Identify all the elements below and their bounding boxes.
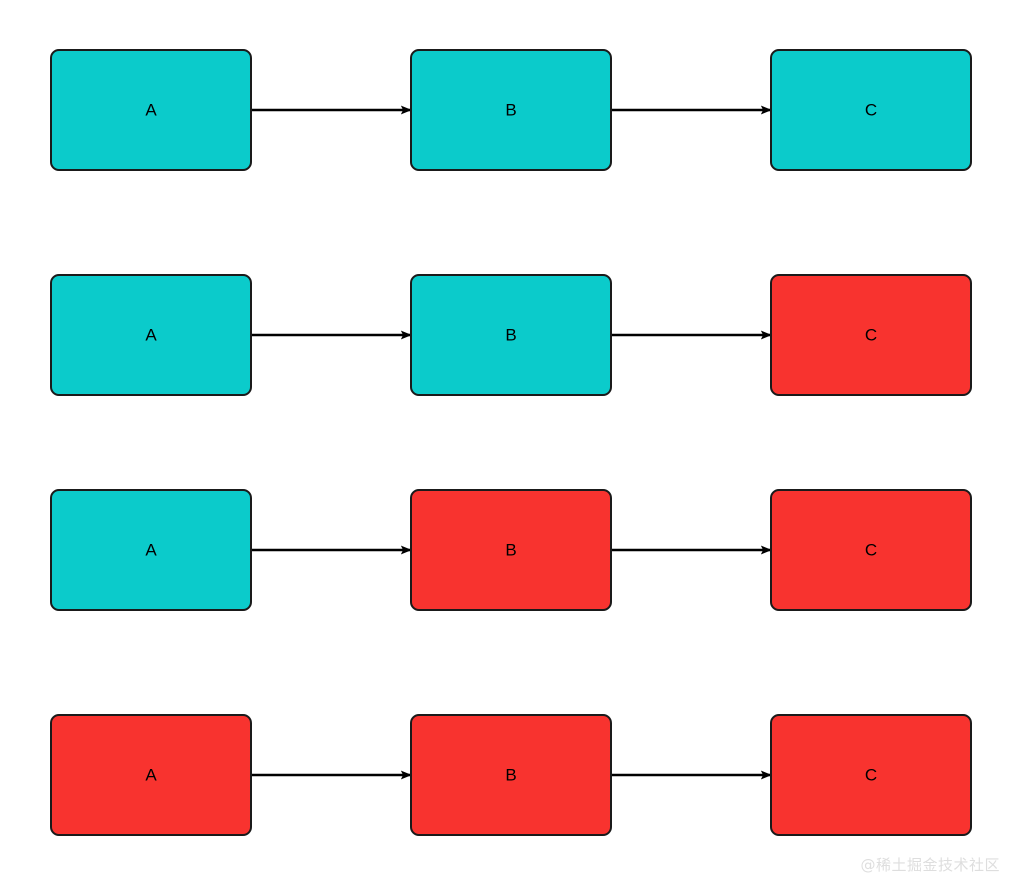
node-r3-c[interactable]: C: [770, 489, 972, 611]
node-shape: [50, 274, 252, 396]
node-shape: [410, 49, 612, 171]
node-r4-c[interactable]: C: [770, 714, 972, 836]
node-shape: [410, 714, 612, 836]
node-r3-a[interactable]: A: [50, 489, 252, 611]
node-shape: [770, 489, 972, 611]
node-shape: [50, 714, 252, 836]
node-r2-b[interactable]: B: [410, 274, 612, 396]
edges-layer: [251, 105, 772, 780]
node-r2-c[interactable]: C: [770, 274, 972, 396]
node-shape: [50, 489, 252, 611]
nodes-layer: A B C A B C A B C A B C: [50, 49, 972, 836]
node-r4-b[interactable]: B: [410, 714, 612, 836]
node-r4-a[interactable]: A: [50, 714, 252, 836]
node-shape: [770, 714, 972, 836]
node-shape: [770, 49, 972, 171]
node-shape: [410, 274, 612, 396]
node-r1-a[interactable]: A: [50, 49, 252, 171]
node-shape: [770, 274, 972, 396]
node-r3-b[interactable]: B: [410, 489, 612, 611]
node-shape: [410, 489, 612, 611]
node-shape: [50, 49, 252, 171]
node-r1-c[interactable]: C: [770, 49, 972, 171]
watermark-label: @稀土掘金技术社区: [860, 856, 1000, 874]
node-r1-b[interactable]: B: [410, 49, 612, 171]
node-r2-a[interactable]: A: [50, 274, 252, 396]
